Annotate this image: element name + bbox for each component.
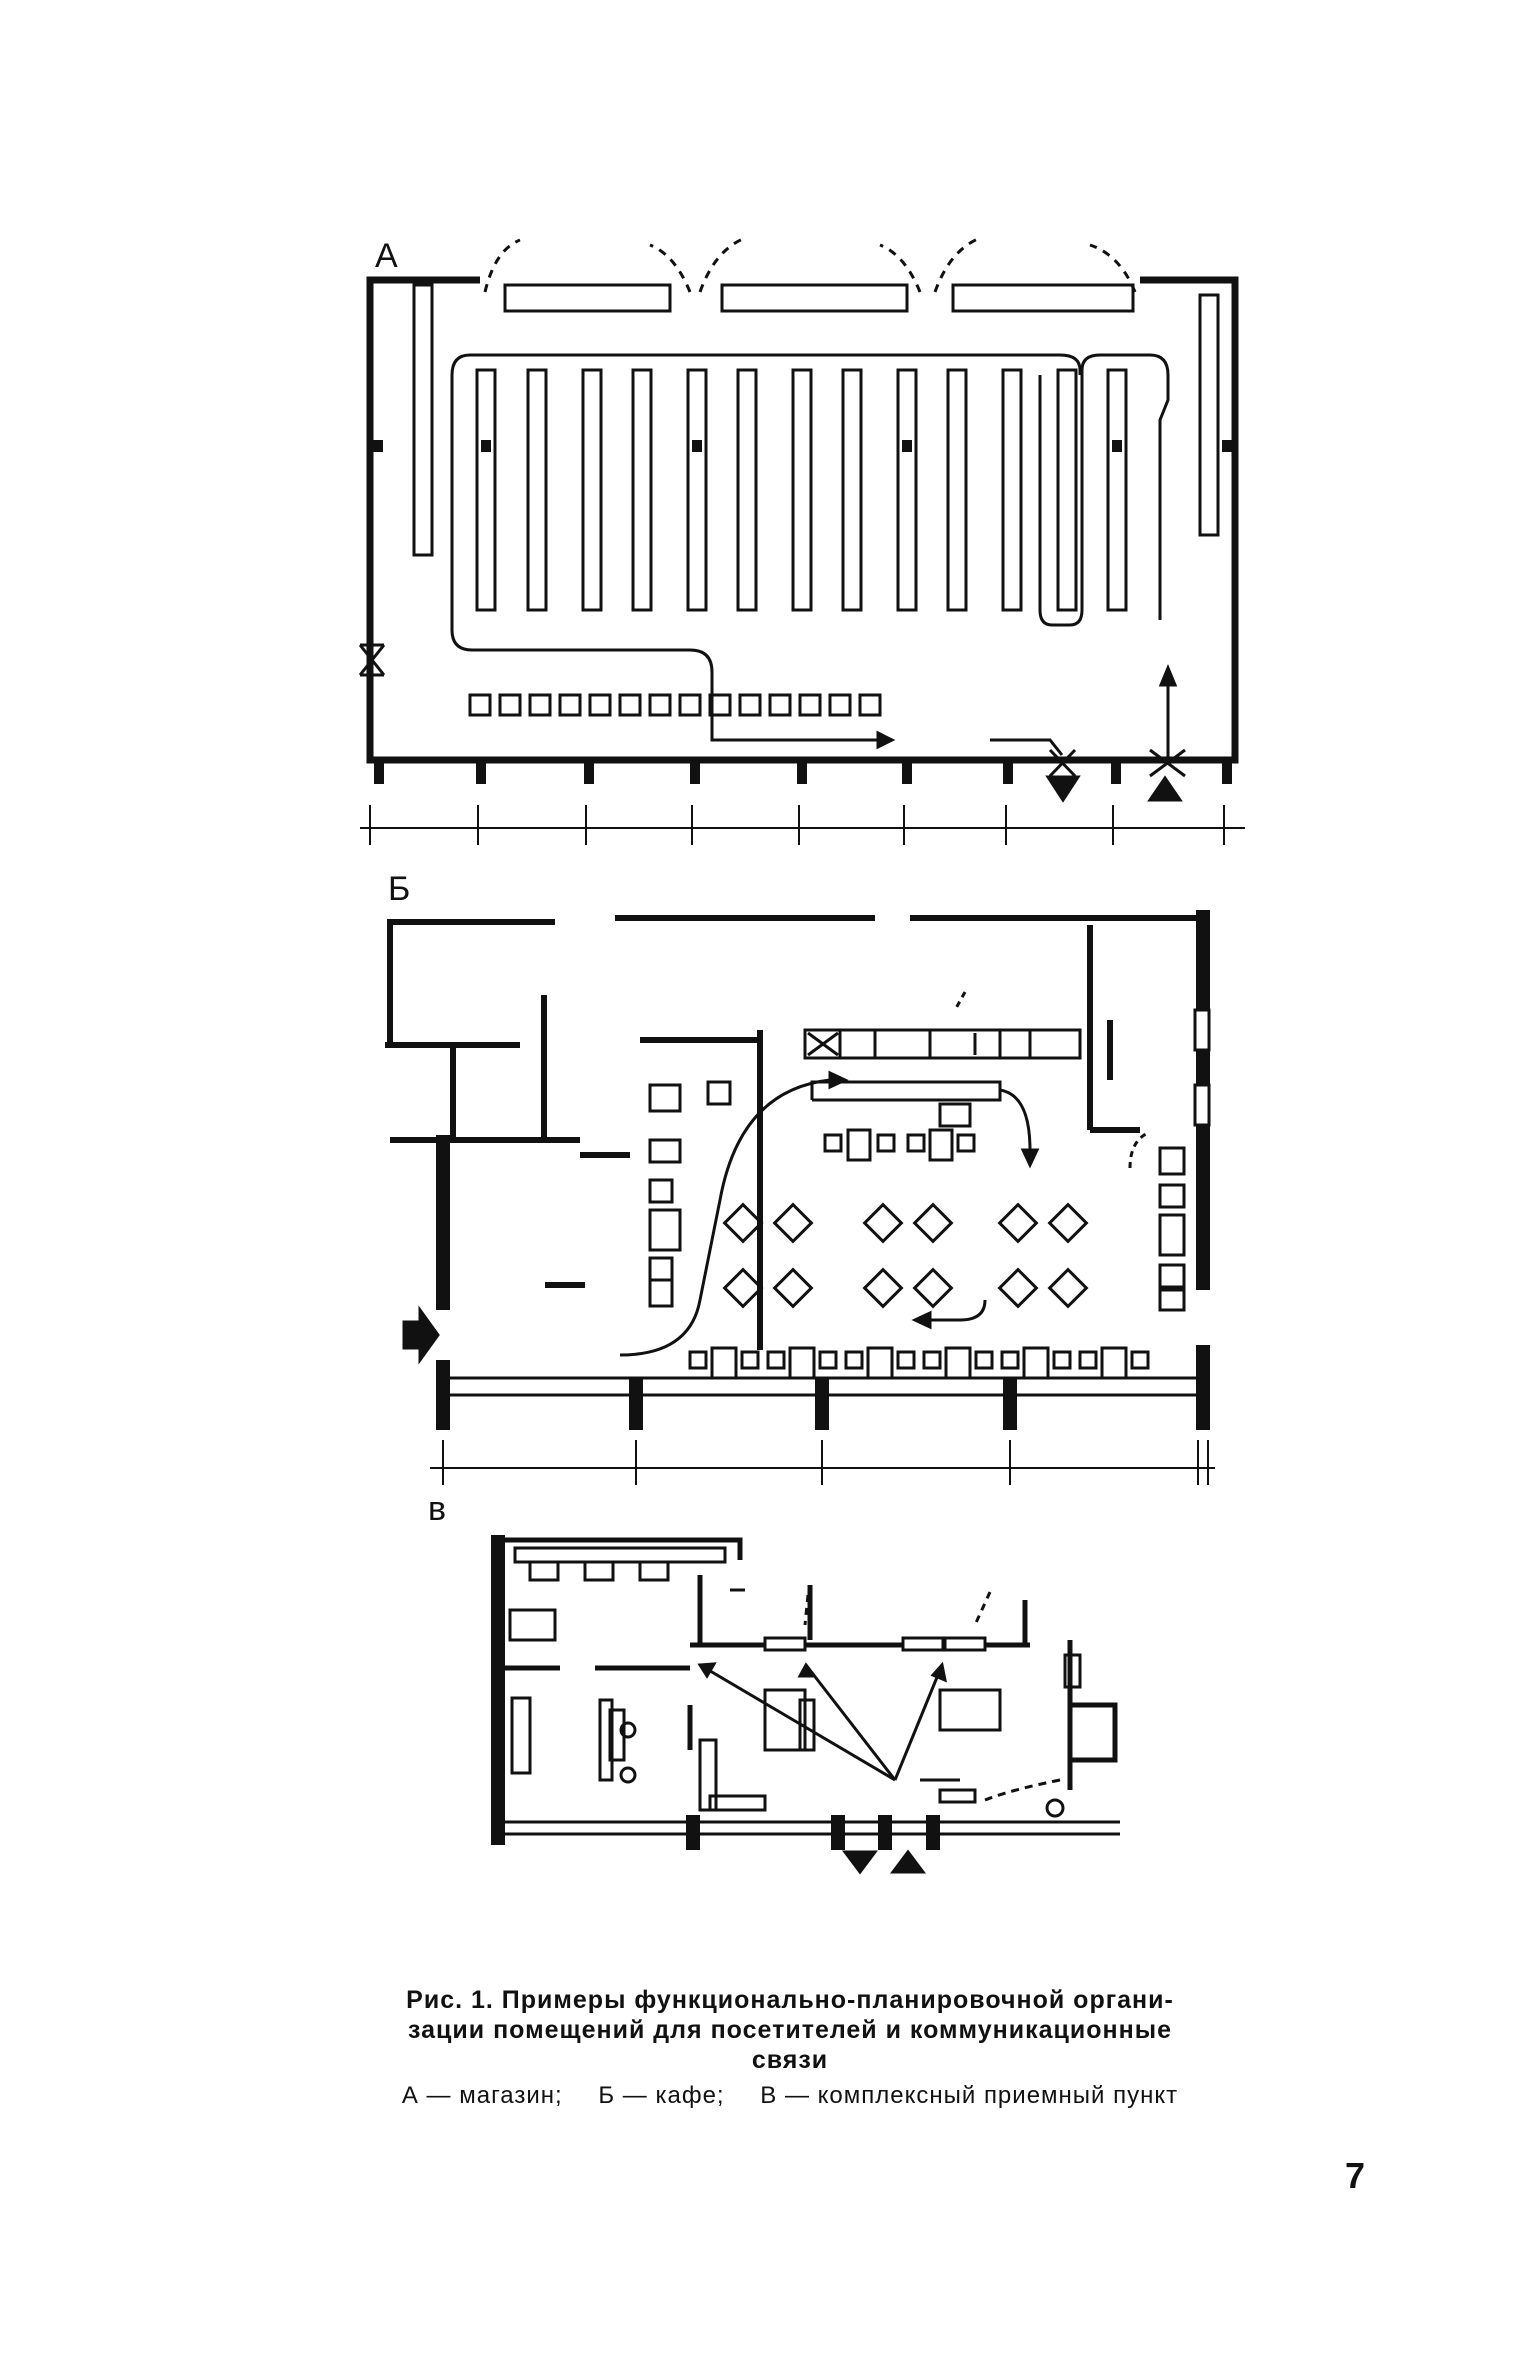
plan-b-bar-stool bbox=[938, 1102, 972, 1128]
plan-a-entrance-arrow bbox=[1147, 775, 1183, 802]
caption-title-line-1: Рис. 1. Примеры функционально-планировоч… bbox=[406, 1986, 1174, 2014]
plan-label-a: А bbox=[375, 237, 398, 275]
plan-a-door-symbol bbox=[1149, 748, 1186, 778]
plan-b-route-2-arrow bbox=[1020, 1148, 1040, 1169]
plan-v-dashed-route bbox=[984, 1778, 1061, 1802]
plan-a-exit-arrow bbox=[1045, 775, 1081, 803]
plan-b-route-2 bbox=[999, 1088, 1032, 1151]
plan-label-c: в bbox=[428, 1490, 447, 1528]
caption-legend: А — магазин; Б — кафе; В — комплексный п… bbox=[360, 2081, 1220, 2111]
plan-b-entrance-arrow bbox=[402, 1305, 440, 1365]
plan-b-counter-detail bbox=[807, 1030, 1032, 1058]
legend-b: Б — кафе; bbox=[598, 2082, 725, 2109]
caption-title-line-2: зации помещений для посетителей и коммун… bbox=[408, 2016, 1172, 2044]
plan-b-bar bbox=[810, 1080, 1002, 1102]
plan-v-window bbox=[943, 1636, 987, 1652]
plan-a-outer-wall bbox=[366, 276, 1239, 764]
plan-v-route bbox=[699, 1663, 896, 1782]
plan-b-tables-bar bbox=[823, 1128, 976, 1162]
plan-b-route-arrow bbox=[828, 1070, 849, 1090]
table-group bbox=[862, 1202, 954, 1309]
plan-b-service-arrow bbox=[953, 991, 967, 1011]
plan-b-window bbox=[1193, 1083, 1211, 1127]
plan-v-dashed-route bbox=[803, 1594, 810, 1626]
plan-a-dimension-line bbox=[360, 805, 1245, 845]
plan-a-columns bbox=[373, 440, 1232, 784]
plan-b-booths-right bbox=[1158, 1146, 1186, 1312]
plan-b-door-swing bbox=[1128, 1130, 1151, 1169]
plan-v-reception-point bbox=[491, 1535, 1120, 1875]
plan-v-window bbox=[763, 1636, 807, 1652]
plan-a-shop bbox=[358, 236, 1245, 845]
plan-b-window bbox=[1193, 1008, 1211, 1052]
plan-a-route bbox=[450, 353, 1082, 742]
plan-a-entry-arrow bbox=[1158, 664, 1178, 687]
plan-b-route-3-arrow bbox=[911, 1310, 932, 1330]
page-number: 7 bbox=[1345, 2155, 1366, 2196]
caption-title-line-3: связи bbox=[751, 2046, 829, 2074]
plan-a-route-return bbox=[1038, 353, 1170, 627]
plan-b-table-groups bbox=[722, 1202, 1089, 1309]
legend-c: В — комплексный приемный пункт bbox=[760, 2082, 1179, 2109]
plan-a-door-symbol bbox=[1048, 748, 1077, 778]
plan-b-route bbox=[619, 1078, 831, 1357]
plan-v-furniture bbox=[508, 1546, 1082, 1818]
plan-a-window bbox=[951, 283, 1135, 313]
plan-v-dashed-route bbox=[973, 1591, 992, 1626]
plan-a-checkouts bbox=[468, 693, 882, 717]
legend-a: А — магазин; bbox=[401, 2082, 563, 2109]
floor-plans-figure bbox=[358, 236, 1245, 1875]
plan-v-route bbox=[804, 1664, 897, 1781]
plan-a-exit-route bbox=[990, 738, 1064, 756]
plan-a-window bbox=[503, 283, 672, 313]
table-group bbox=[722, 1202, 814, 1309]
plan-a-gondola-shelves bbox=[475, 368, 1128, 612]
plan-b-walls bbox=[385, 915, 1210, 1350]
plan-a-route-arrow bbox=[876, 730, 896, 750]
plan-v-route bbox=[893, 1664, 944, 1781]
plan-label-b: Б bbox=[388, 870, 411, 908]
plan-b-booths-left bbox=[648, 1080, 732, 1308]
plan-v-entrance-arrow bbox=[890, 1849, 926, 1874]
plan-b-window-seating bbox=[688, 1346, 1150, 1380]
figure-caption: Рис. 1. Примеры функционально-планировоч… bbox=[360, 1985, 1220, 2111]
plan-a-window bbox=[720, 283, 909, 313]
plan-a-wall-shelf bbox=[1198, 293, 1220, 537]
plan-b-cafe bbox=[385, 910, 1215, 1485]
plan-v-window bbox=[901, 1636, 945, 1652]
plan-a-door-symbol bbox=[358, 643, 386, 677]
plan-a-wall-shelf bbox=[412, 283, 434, 557]
plan-v-route-arrows bbox=[697, 1661, 948, 1683]
plan-b-route-3 bbox=[930, 1299, 987, 1322]
table-group bbox=[997, 1202, 1089, 1309]
plan-v-walls bbox=[505, 1537, 1118, 1790]
plan-a-door-swings bbox=[483, 236, 1137, 293]
plan-b-counter bbox=[803, 1028, 1082, 1060]
plan-b-dimension-line bbox=[430, 1440, 1215, 1485]
plan-v-exit-arrow bbox=[842, 1850, 878, 1875]
